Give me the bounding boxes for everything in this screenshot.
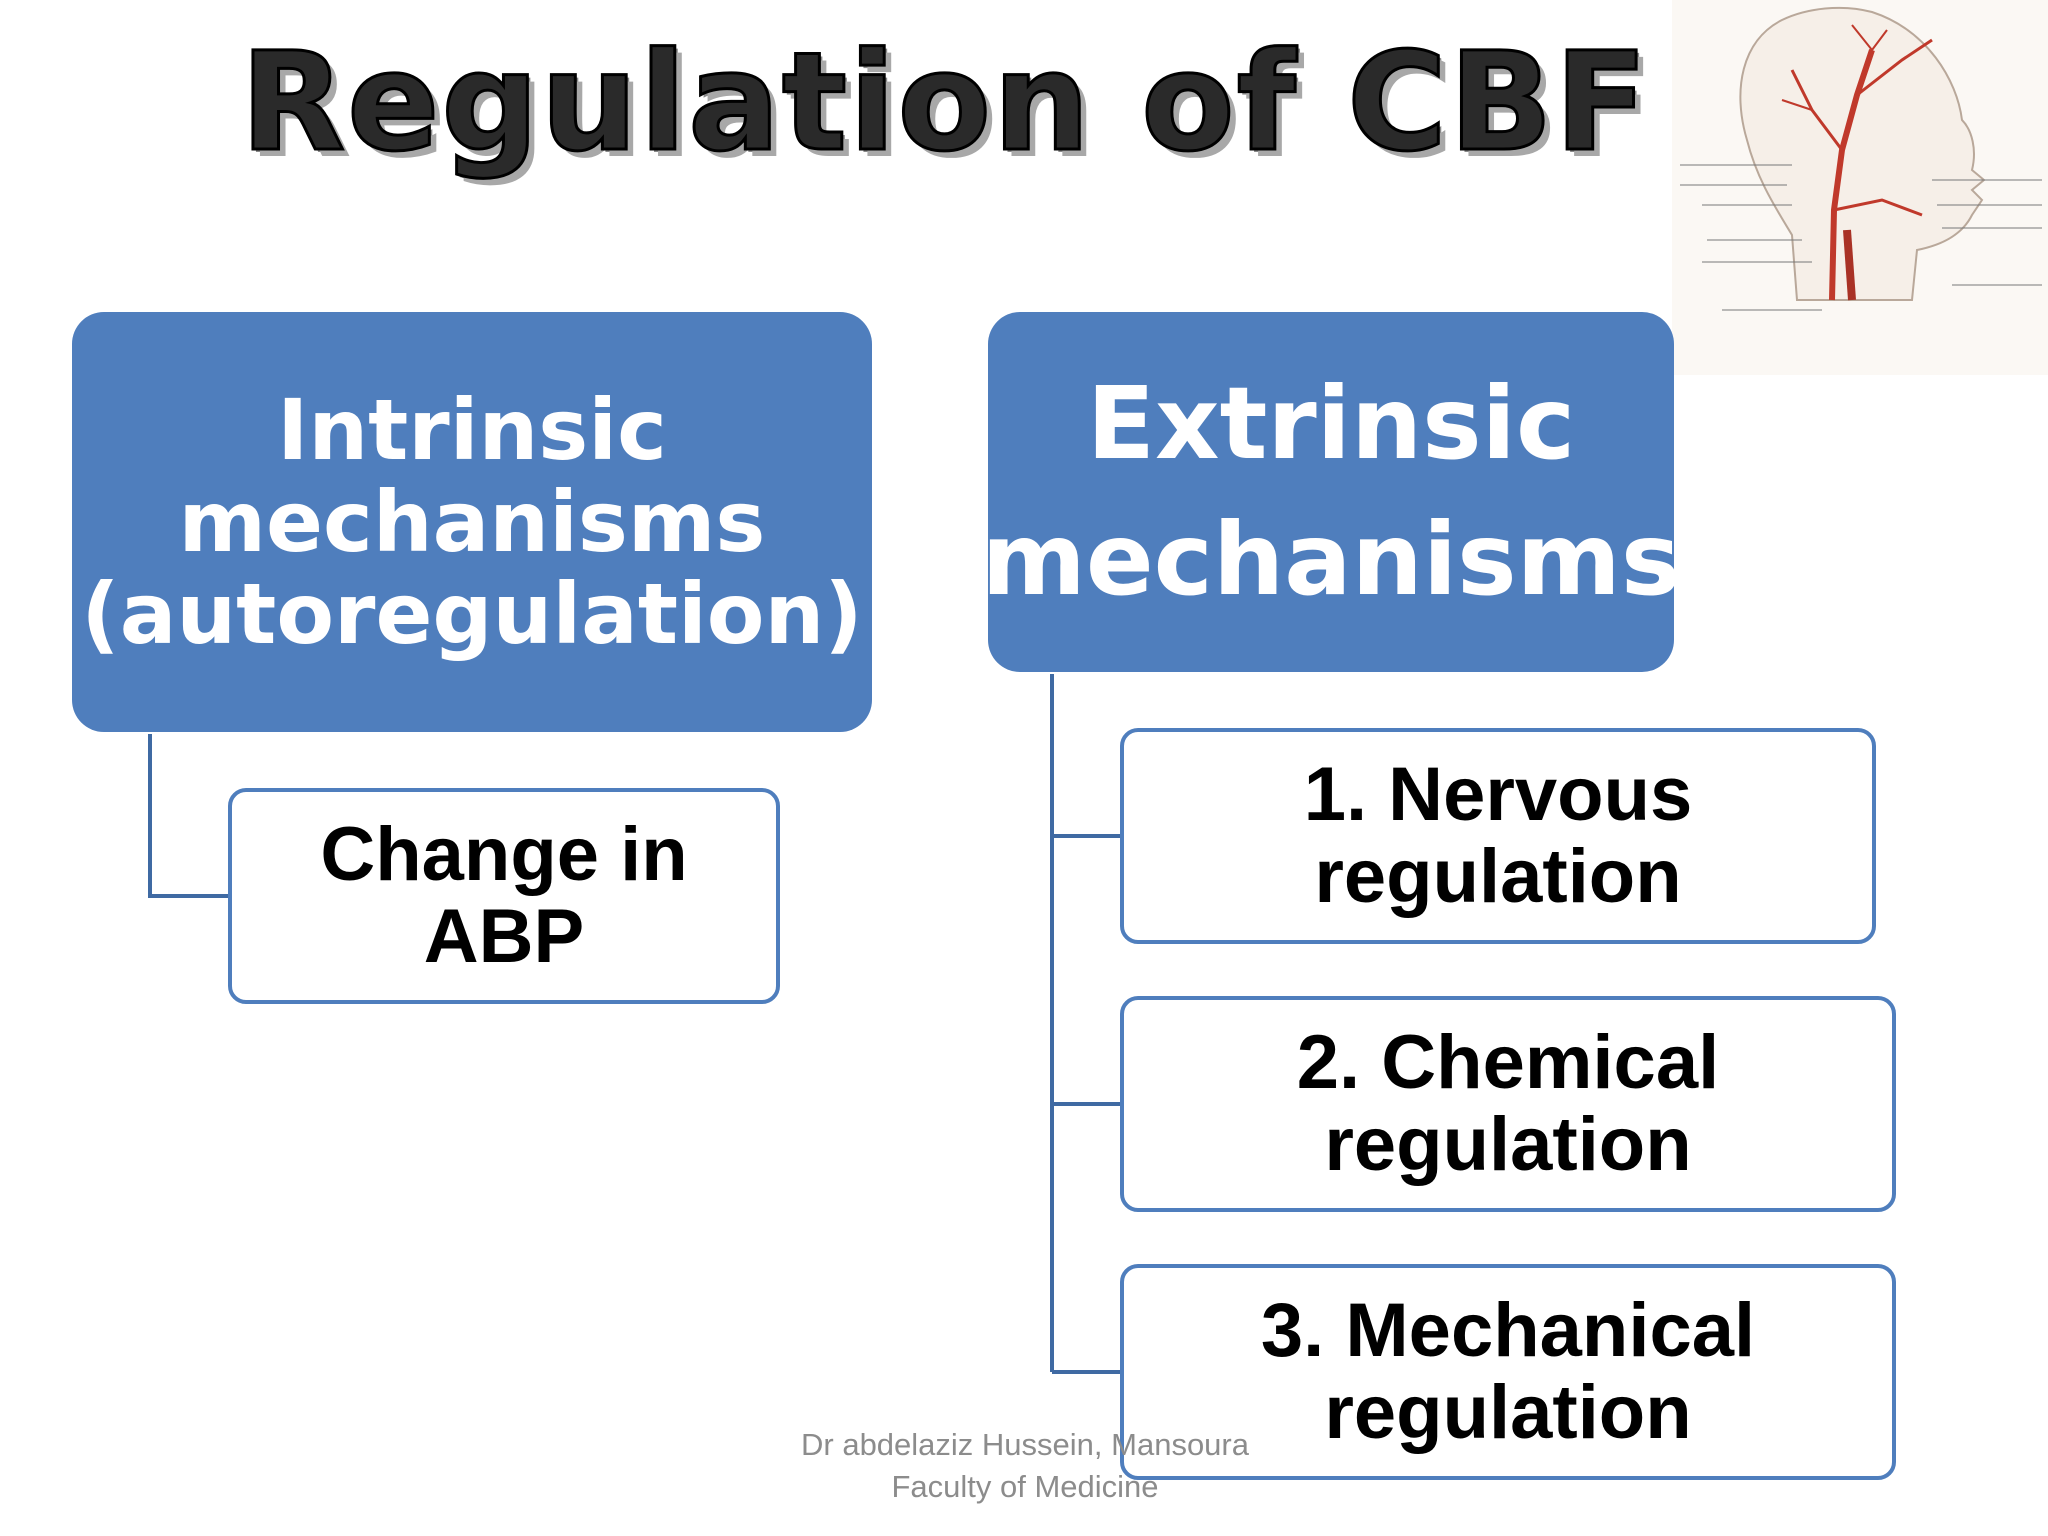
intrinsic-mechanisms-label: Intrinsic mechanisms (autoregulation) (81, 381, 863, 663)
connector-intrinsic-abp (148, 734, 228, 898)
change-in-abp-label: Change in ABP (320, 812, 688, 979)
footer-credit: Dr abdelaziz Hussein, Mansoura Faculty o… (740, 1424, 1310, 1508)
head-arteries-illustration (1672, 0, 2048, 375)
extrinsic-mechanisms-label: Extrinsic mechanisms (981, 365, 1681, 618)
intrinsic-mechanisms-box: Intrinsic mechanisms (autoregulation) (72, 312, 872, 732)
mechanical-regulation-label: 3. Mechanical regulation (1260, 1288, 1756, 1455)
chemical-regulation-label: 2. Chemical regulation (1296, 1020, 1720, 1187)
slide-title: Regulation of CBF (239, 23, 1650, 184)
mechanical-regulation-box: 3. Mechanical regulation (1120, 1264, 1896, 1480)
extrinsic-mechanisms-box: Extrinsic mechanisms (982, 312, 1680, 672)
chemical-regulation-box: 2. Chemical regulation (1120, 996, 1896, 1212)
footer-line-2: Faculty of Medicine (891, 1469, 1159, 1504)
head-arteries-drawing (1680, 6, 2042, 311)
nervous-regulation-box: 1. Nervous regulation (1120, 728, 1876, 944)
nervous-regulation-label: 1. Nervous regulation (1303, 752, 1693, 919)
change-in-abp-box: Change in ABP (228, 788, 780, 1004)
footer-line-1: Dr abdelaziz Hussein, Mansoura (801, 1427, 1249, 1462)
